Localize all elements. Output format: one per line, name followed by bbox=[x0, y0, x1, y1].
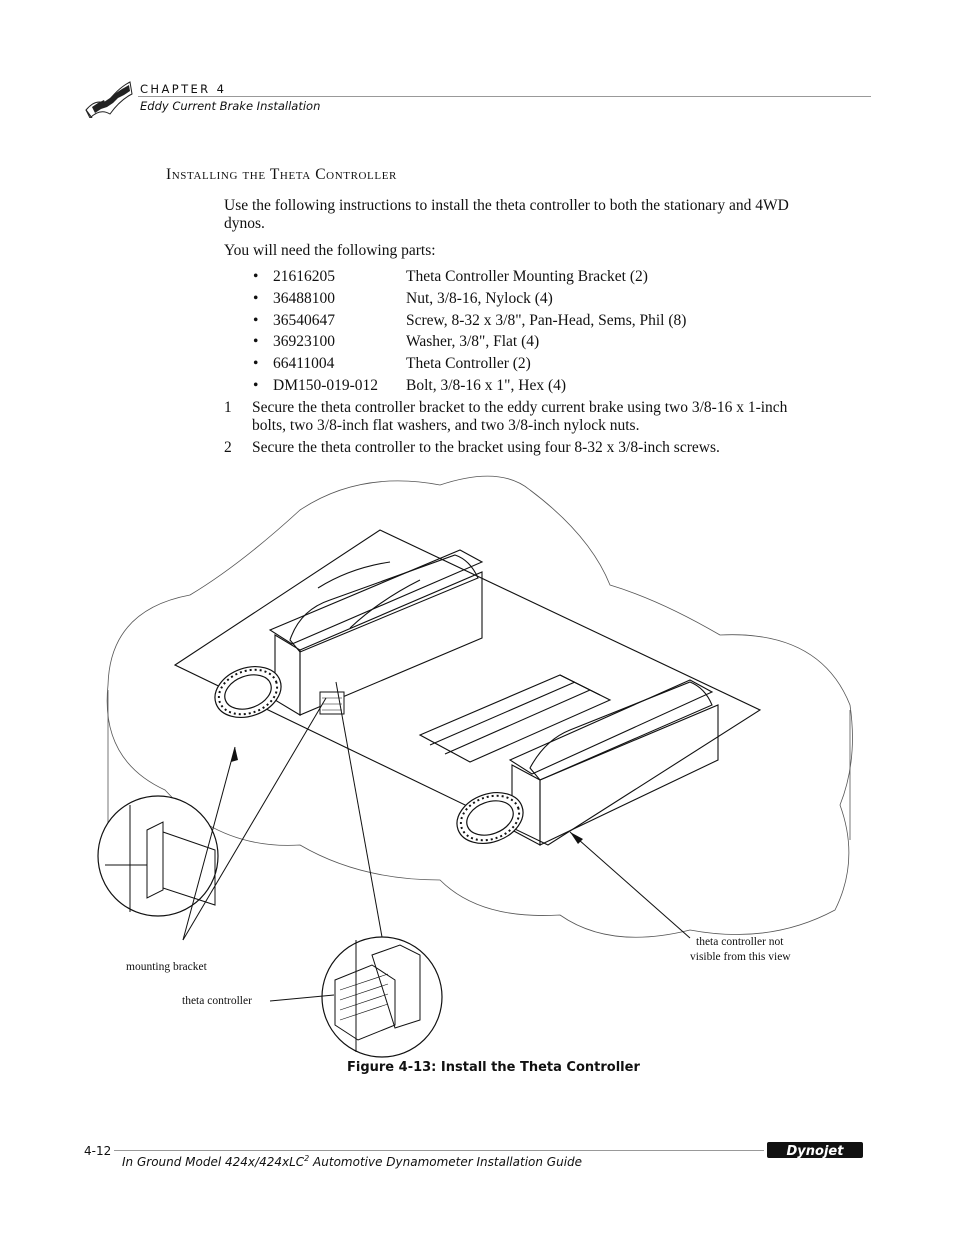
page-number: 4-12 bbox=[84, 1144, 112, 1158]
dynojet-logo: Dynojet bbox=[767, 1142, 863, 1159]
label-mounting-bracket: mounting bracket bbox=[126, 961, 207, 973]
figure-caption: Figure 4-13: Install the Theta Controlle… bbox=[347, 1060, 640, 1075]
label-theta-controller: theta controller bbox=[182, 995, 252, 1007]
footer-title: In Ground Model 424x/424xLC2 Automotive … bbox=[122, 1154, 583, 1169]
intro-paragraph: Use the following instructions to instal… bbox=[224, 197, 789, 232]
section-heading: Installing the Theta Controller bbox=[166, 166, 397, 183]
chapter-label: CHAPTER 4 bbox=[140, 82, 227, 96]
parts-intro: You will need the following parts: bbox=[224, 242, 436, 259]
footer-rule bbox=[114, 1150, 764, 1151]
figure-install-theta-controller: mounting bracket theta controller theta … bbox=[0, 460, 954, 1060]
dyno-pit-illustration bbox=[97, 475, 853, 1058]
label-not-visible-line1: theta controller not bbox=[696, 936, 784, 948]
chapter-title: Eddy Current Brake Installation bbox=[140, 99, 321, 113]
checkered-flag-icon bbox=[85, 81, 133, 118]
label-not-visible-line2: visible from this view bbox=[690, 951, 791, 963]
svg-text:Dynojet: Dynojet bbox=[787, 1144, 845, 1159]
header-rule bbox=[138, 96, 871, 97]
